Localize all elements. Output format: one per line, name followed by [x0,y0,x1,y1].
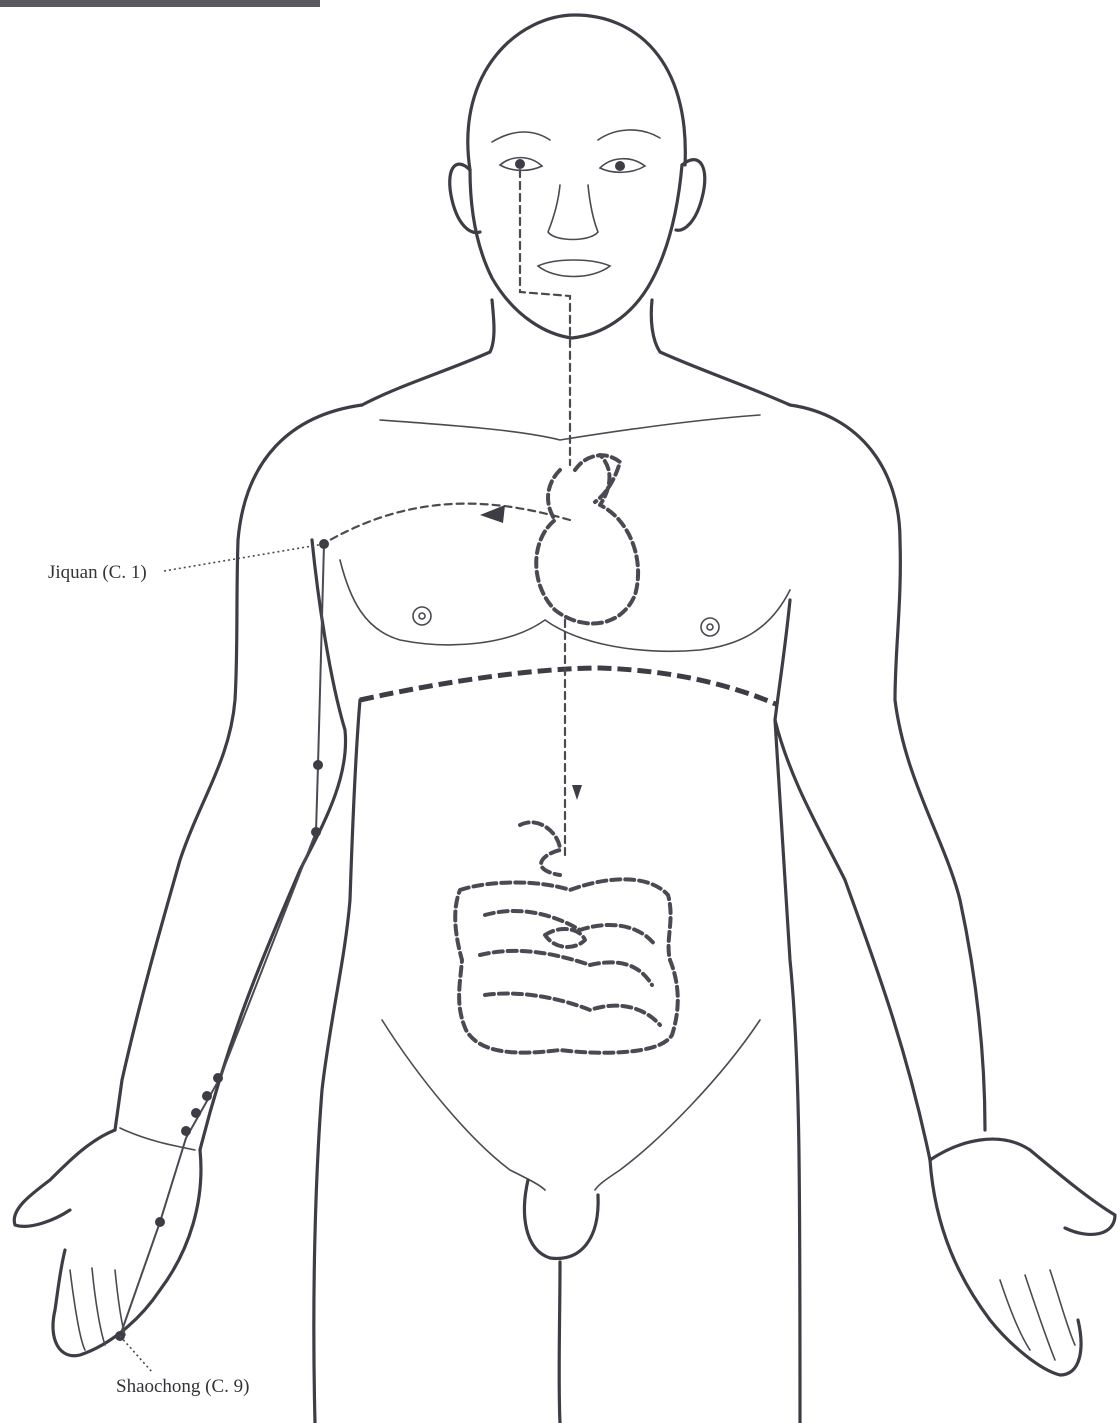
small-intestine-organ [455,822,678,1052]
acupoint [155,1217,165,1227]
heart-channel-arm [115,539,329,1341]
right-eye-iris [615,161,625,171]
torso [115,300,985,1423]
left-hand [14,1128,201,1356]
acupoint [313,760,323,770]
right-hand [930,1139,1115,1375]
scan-edge-bar [0,0,320,7]
arrow-to-lung [480,505,505,523]
acupoint [181,1126,191,1136]
shaochong-leader [120,1336,152,1372]
acupoint [191,1108,201,1118]
acupoint [213,1073,223,1083]
jiquan-label: Jiquan (C. 1) [48,562,147,583]
acupoint [311,827,321,837]
arrow-down [572,785,582,800]
diaphragm-line [360,668,778,705]
jiquan-leader [164,544,324,571]
internal-pathway [330,170,582,860]
head [450,15,705,338]
left-eye-iris [515,159,525,169]
heart-organ [536,455,638,624]
acupoint [319,539,329,549]
shaochong-label: Shaochong (C. 9) [116,1376,250,1397]
acupoint [202,1091,212,1101]
